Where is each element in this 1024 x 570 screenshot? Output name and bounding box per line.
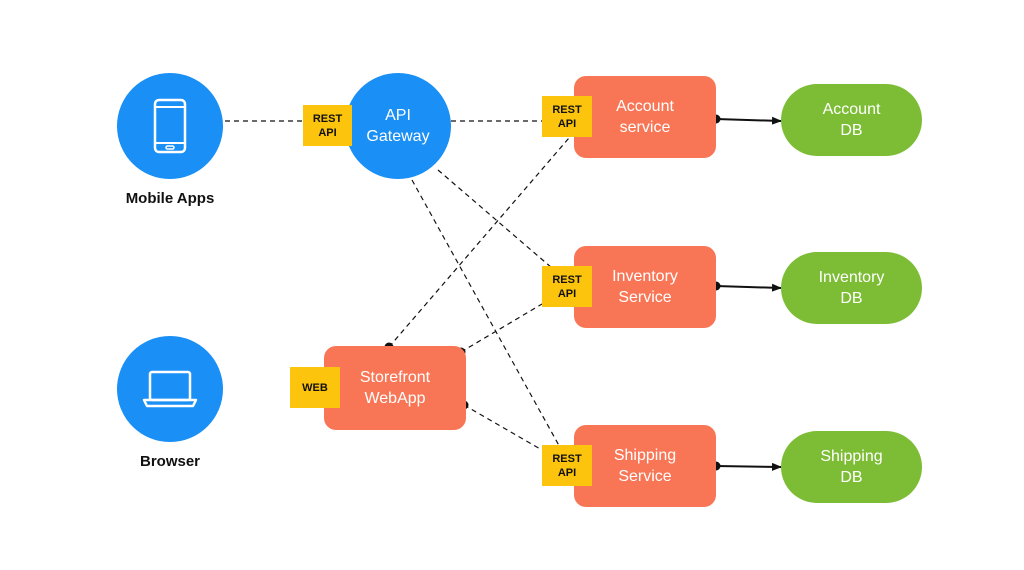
- link-gateway-shipping: [411, 179, 563, 452]
- mobile-client-label: Mobile Apps: [125, 190, 215, 207]
- arrow-shipping-db: [715, 462, 782, 471]
- storefront-tag-label: WEB: [302, 381, 328, 394]
- smartphone-icon: [153, 98, 187, 154]
- account-db[interactable]: Account DB: [781, 84, 922, 156]
- shipping-tag-label: REST API: [552, 452, 582, 479]
- shipping-db[interactable]: Shipping DB: [781, 431, 922, 503]
- link-storefront-inventory: [460, 303, 543, 353]
- inventory-service[interactable]: Inventory Service: [574, 246, 716, 328]
- link-storefront-shipping: [463, 404, 543, 451]
- account-db-label: Account DB: [822, 101, 881, 139]
- storefront-label: Storefront WebApp: [359, 369, 431, 407]
- api-gateway-label: API Gateway: [366, 107, 430, 145]
- browser-client[interactable]: [117, 336, 223, 442]
- shipping-rest-api-tag: REST API: [542, 445, 592, 486]
- inventory-db-label: Inventory DB: [818, 269, 885, 307]
- browser-client-label: Browser: [139, 453, 201, 470]
- link-gateway-inventory: [437, 169, 553, 269]
- account-rest-api-tag: REST API: [542, 96, 592, 137]
- gateway-rest-api-tag: REST API: [303, 105, 352, 146]
- arrow-inventory-db: [715, 283, 782, 292]
- shipping-service-label: Shipping Service: [613, 447, 677, 485]
- inventory-rest-api-tag: REST API: [542, 266, 592, 307]
- gateway-tag-label: REST API: [312, 112, 343, 139]
- inventory-tag-label: REST API: [552, 273, 582, 300]
- account-service[interactable]: Account service: [574, 76, 716, 158]
- shipping-db-label: Shipping DB: [820, 448, 883, 486]
- mobile-client[interactable]: [117, 73, 223, 179]
- account-service-label: Account service: [616, 98, 674, 136]
- inventory-db[interactable]: Inventory DB: [781, 252, 922, 324]
- account-tag-label: REST API: [552, 103, 582, 130]
- inventory-service-label: Inventory Service: [612, 268, 678, 306]
- storefront-web-tag: WEB: [290, 367, 340, 408]
- link-storefront-account: [388, 130, 576, 348]
- shipping-service[interactable]: Shipping Service: [574, 425, 716, 507]
- storefront-webapp[interactable]: Storefront WebApp: [324, 346, 466, 430]
- api-gateway[interactable]: API Gateway: [345, 73, 451, 179]
- arrow-account-db: [715, 116, 782, 125]
- laptop-icon: [142, 370, 198, 408]
